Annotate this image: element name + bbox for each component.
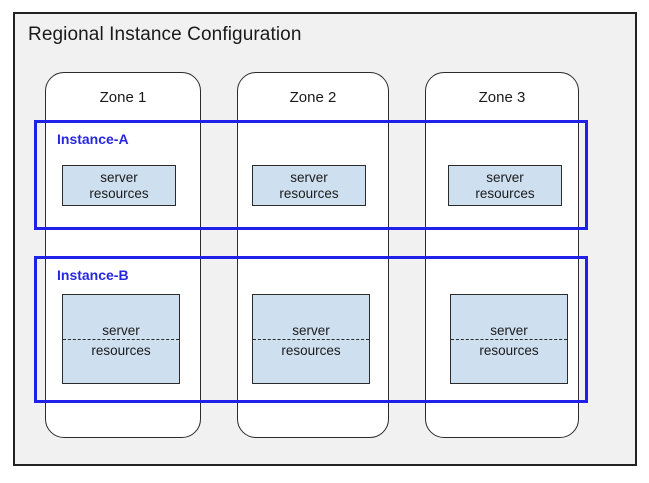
zone-label-2: Zone 2 xyxy=(289,89,337,106)
resource-text-line1: server xyxy=(292,323,330,338)
resource-text-line2: resources xyxy=(89,186,149,201)
resource-text-line2: resources xyxy=(281,343,341,358)
resource-text-line2: resources xyxy=(479,343,539,358)
resource-text-line1: server xyxy=(290,170,328,185)
zone-label-1: Zone 1 xyxy=(99,89,147,106)
zone-label-3: Zone 3 xyxy=(478,89,526,106)
page-title: Regional Instance Configuration xyxy=(28,24,302,45)
resource-text-line1: server xyxy=(100,170,138,185)
resource-box-a-zone2[interactable]: server resources xyxy=(252,165,366,206)
resource-text-line1: server xyxy=(102,323,140,338)
resource-text-line2: resources xyxy=(279,186,339,201)
resource-divider-dashed xyxy=(451,339,567,340)
resource-box-b-zone2[interactable]: server resources xyxy=(252,294,370,384)
resource-divider-dashed xyxy=(63,339,179,340)
resource-divider-dashed xyxy=(253,339,369,340)
instance-band-b[interactable]: Instance-B xyxy=(34,256,588,403)
resource-text-line1: server xyxy=(486,170,524,185)
resource-box-a-zone3[interactable]: server resources xyxy=(448,165,562,206)
instance-label-a: Instance-A xyxy=(57,131,129,147)
resource-text-line1: server xyxy=(490,323,528,338)
resource-text-line2: resources xyxy=(91,343,151,358)
resource-box-b-zone3[interactable]: server resources xyxy=(450,294,568,384)
resource-box-b-zone1[interactable]: server resources xyxy=(62,294,180,384)
instance-label-b: Instance-B xyxy=(57,267,129,283)
instance-band-a[interactable]: Instance-A xyxy=(34,120,588,230)
resource-box-a-zone1[interactable]: server resources xyxy=(62,165,176,206)
resource-text-line2: resources xyxy=(475,186,535,201)
